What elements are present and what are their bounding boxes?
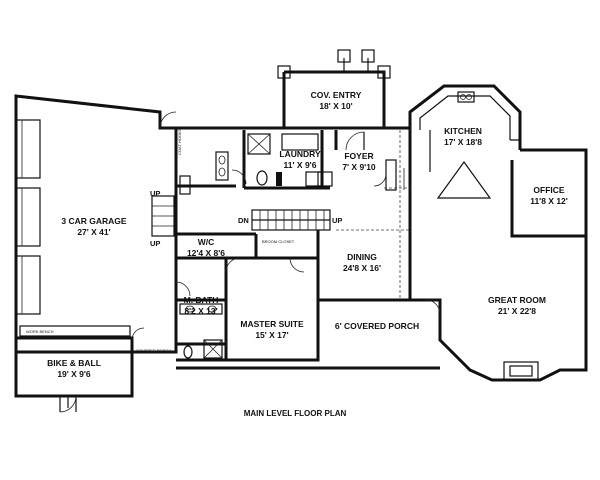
kitchen-dims: 17' X 18'8: [444, 137, 482, 147]
room-cov-entry: COV. ENTRY 18' X 10': [311, 90, 362, 111]
entry-name: COV. ENTRY: [311, 90, 362, 100]
great-dims: 21' X 22'8: [498, 306, 536, 316]
room-garage: 3 CAR GARAGE 27' X 41': [61, 216, 127, 237]
fixtures: [179, 91, 539, 381]
porch-name: 6' COVERED PORCH: [335, 321, 419, 331]
room-kitchen: KITCHEN 17' X 18'8: [444, 126, 482, 147]
bike-ball-doors: [59, 395, 77, 413]
entry-dims: 18' X 10': [319, 101, 352, 111]
office-dims: 11'8 X 12': [530, 196, 568, 206]
kitchen-walls: [408, 84, 522, 172]
work-bench: WORK BENCH: [19, 325, 131, 337]
broom-closet-label: BROOM CLOSET: [262, 239, 295, 244]
stairs: [151, 195, 331, 237]
doors: [131, 111, 441, 341]
great-name: GREAT ROOM: [488, 295, 546, 305]
up-label-1: UP: [150, 189, 160, 198]
room-foyer: FOYER 7' X 9'10: [342, 151, 376, 172]
mbath-dims: 8'2 X 13': [184, 306, 217, 316]
up-label-3: UP: [332, 216, 342, 225]
room-office: OFFICE 11'8 X 12': [530, 185, 568, 206]
coat-hooks-label: COAT HOOKS: [177, 128, 182, 155]
covered-entry: [277, 49, 391, 128]
room-laundry: LAUNDRY 11' X 9'6: [279, 149, 321, 170]
room-wic: W/C 12'4 X 8'6: [187, 237, 225, 258]
garage-doors: [15, 119, 41, 315]
room-dining: DINING 24'8 X 16': [343, 252, 381, 273]
wic-dims: 12'4 X 8'6: [187, 248, 225, 258]
room-porch: 6' COVERED PORCH: [335, 321, 419, 331]
wic-name: W/C: [198, 237, 215, 247]
foyer-dims: 7' X 9'10: [342, 162, 376, 172]
master-name: MASTER SUITE: [240, 319, 304, 329]
mbath-name: M. BATH: [184, 295, 219, 305]
interior-walls: [176, 130, 410, 360]
laundry-name: LAUNDRY: [279, 149, 321, 159]
dining-name: DINING: [347, 252, 377, 262]
up-label-2: UP: [150, 239, 160, 248]
bike-ball-dims: 19' X 9'6: [57, 369, 91, 379]
master-dims: 15' X 17': [255, 330, 288, 340]
office-name: OFFICE: [533, 185, 564, 195]
covered-porch-label: COVERED PORCH: [136, 348, 171, 353]
room-master-suite: MASTER SUITE 15' X 17': [240, 319, 304, 340]
room-bike-ball: BIKE & BALL 19' X 9'6: [47, 358, 101, 379]
work-bench-label: WORK BENCH: [26, 329, 54, 334]
dining-dims: 24'8 X 16': [343, 263, 381, 273]
bike-ball-name: BIKE & BALL: [47, 358, 101, 368]
garage-dims: 27' X 41': [77, 227, 110, 237]
foyer-name: FOYER: [344, 151, 373, 161]
dn-label: DN: [238, 216, 249, 225]
plan-title: MAIN LEVEL FLOOR PLAN: [244, 409, 347, 418]
laundry-dims: 11' X 9'6: [284, 160, 317, 170]
kitchen-name: KITCHEN: [444, 126, 482, 136]
exterior-walls: [14, 94, 440, 398]
small-labels: COAT HOOKS BROOM CLOSET COVERED PORCH: [136, 128, 295, 353]
room-master-bath: M. BATH 8'2 X 13': [184, 295, 219, 316]
room-great: GREAT ROOM 21' X 22'8: [488, 295, 546, 316]
garage-name: 3 CAR GARAGE: [61, 216, 127, 226]
